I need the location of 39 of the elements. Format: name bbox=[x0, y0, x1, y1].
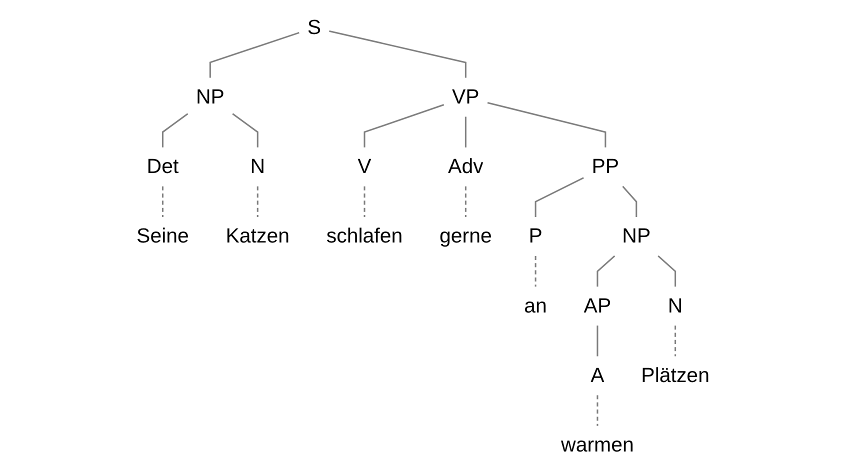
connector bbox=[534, 256, 536, 287]
node-text: Katzen bbox=[226, 225, 290, 248]
node-text: P bbox=[528, 225, 542, 248]
connector bbox=[364, 186, 366, 218]
connector bbox=[464, 186, 466, 218]
node-text: Seine bbox=[136, 225, 189, 248]
node-text: NP bbox=[622, 225, 651, 248]
node-text: S bbox=[307, 16, 322, 39]
connector bbox=[364, 104, 444, 148]
node-text: PP bbox=[592, 156, 620, 178]
connector bbox=[162, 113, 188, 148]
connector bbox=[209, 32, 300, 78]
connector bbox=[596, 395, 598, 426]
connector bbox=[487, 102, 606, 148]
connector bbox=[674, 326, 676, 356]
connector bbox=[622, 186, 638, 218]
node-text: N bbox=[250, 156, 266, 178]
connector bbox=[534, 177, 584, 218]
connector bbox=[256, 186, 258, 218]
node-text: Plätzen bbox=[641, 364, 710, 387]
node-text: warmen bbox=[561, 434, 634, 457]
connector bbox=[162, 186, 164, 218]
node-text: gerne bbox=[440, 225, 492, 248]
node-text: an bbox=[524, 294, 547, 318]
connector bbox=[596, 326, 598, 356]
node-text: VP bbox=[452, 86, 480, 109]
connector bbox=[232, 113, 258, 148]
node-text: AP bbox=[584, 294, 612, 318]
node-text: Det bbox=[146, 156, 179, 178]
node-text: Adv bbox=[448, 156, 484, 178]
connector bbox=[329, 30, 466, 78]
node-text: schlafen bbox=[326, 225, 403, 248]
connector bbox=[596, 255, 616, 287]
node-text: A bbox=[590, 364, 604, 387]
connector bbox=[658, 255, 676, 287]
node-text: N bbox=[668, 294, 683, 318]
node-text: V bbox=[358, 156, 372, 178]
node-text: NP bbox=[196, 86, 224, 109]
connector bbox=[464, 116, 466, 148]
